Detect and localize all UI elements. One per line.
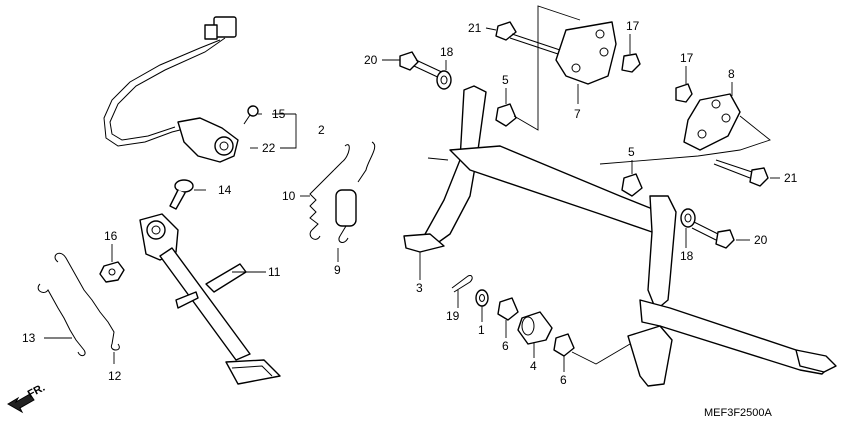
- callout-4: 4: [530, 359, 537, 373]
- callout-20a: 20: [364, 53, 378, 67]
- callout-18a: 18: [440, 45, 454, 59]
- spring-12: [54, 252, 120, 351]
- collar-5-upper: [495, 103, 517, 127]
- collar-5-lower: [621, 173, 643, 197]
- leader-lines: [44, 27, 780, 372]
- nut-17-lower: [675, 83, 693, 103]
- washer-18-lower: [680, 208, 696, 228]
- main-stand-3: [403, 85, 837, 387]
- callout-19: 19: [446, 309, 460, 323]
- callout-18b: 18: [680, 249, 694, 263]
- bolt-20-lower: [691, 221, 735, 249]
- reference-lines: [280, 5, 771, 365]
- side-stand-switch-assembly: [103, 16, 239, 163]
- callout-17a: 17: [626, 19, 640, 33]
- callout-labels: 2 15 22 14 11 16 13 12 10 9 3 19 1 6 4 6…: [22, 19, 798, 387]
- callout-1: 1: [478, 323, 485, 337]
- callout-12: 12: [108, 369, 122, 383]
- callout-14: 14: [218, 183, 232, 197]
- front-direction-indicator: FR.: [7, 382, 47, 414]
- spring-13: [37, 283, 86, 357]
- callout-6a: 6: [502, 339, 509, 353]
- pin-19: [451, 275, 473, 293]
- spring-9: [335, 141, 376, 243]
- bolt-14: [169, 179, 194, 210]
- front-arrow-icon: [7, 393, 35, 414]
- callout-13: 13: [22, 331, 36, 345]
- collar-6-upper: [497, 297, 519, 321]
- washer-1: [475, 289, 489, 307]
- front-direction-label: FR.: [26, 382, 47, 401]
- callout-11: 11: [268, 265, 281, 279]
- collar-6-lower: [553, 333, 575, 357]
- callout-9: 9: [334, 263, 341, 277]
- callout-21a: 21: [468, 21, 482, 35]
- washer-18-upper: [436, 70, 452, 90]
- callout-2: 2: [318, 123, 325, 137]
- bolt-15: [243, 105, 259, 125]
- callout-15: 15: [272, 107, 286, 121]
- callout-10: 10: [282, 189, 296, 203]
- callout-16: 16: [104, 229, 118, 243]
- bracket-7: [555, 21, 617, 85]
- callout-17b: 17: [680, 51, 694, 65]
- bracket-8: [683, 93, 741, 151]
- callout-5b: 5: [628, 145, 635, 159]
- callout-3: 3: [416, 281, 423, 295]
- bushing-4: [517, 311, 553, 345]
- callout-7: 7: [574, 107, 581, 121]
- callout-22: 22: [262, 141, 276, 155]
- diagram-reference-code: MEF3F2500A: [704, 407, 773, 419]
- bolt-21-upper: [495, 21, 561, 55]
- callout-5a: 5: [502, 73, 509, 87]
- callout-20b: 20: [754, 233, 768, 247]
- nut-17-upper: [621, 53, 641, 73]
- callout-6b: 6: [560, 373, 567, 387]
- bolt-21-lower: [713, 159, 769, 187]
- callout-21b: 21: [784, 171, 798, 185]
- callout-8: 8: [728, 67, 735, 81]
- side-stand-11: [139, 213, 281, 385]
- spring-10: [309, 144, 350, 240]
- nut-16: [99, 261, 125, 283]
